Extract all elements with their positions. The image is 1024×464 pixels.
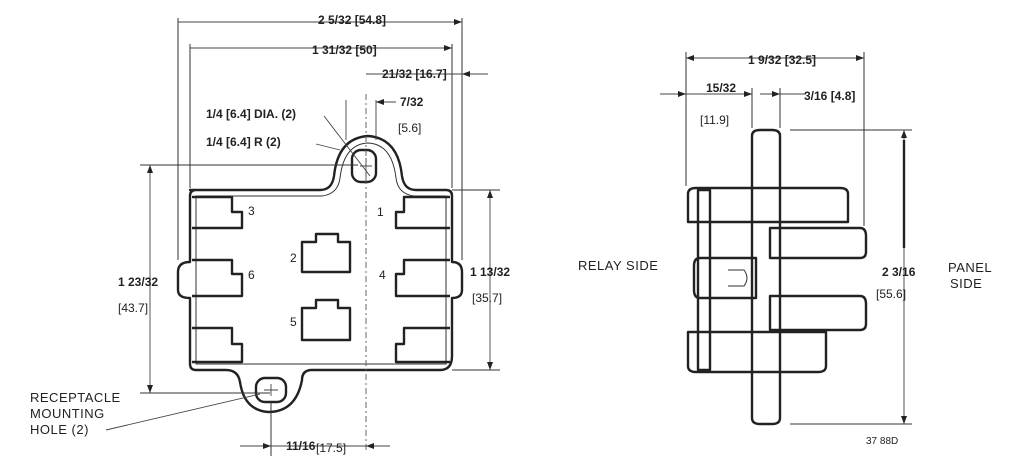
dim-arrow xyxy=(366,443,374,449)
side-flange-middle-slot xyxy=(728,269,748,287)
pin-number-1: 1 xyxy=(377,205,384,219)
side-dim-left-mm: [11.9] xyxy=(700,113,729,127)
pin-4-contact xyxy=(394,258,450,298)
side-flange-upper-right xyxy=(768,226,868,260)
dim-right-height-frac: 1 13/32 xyxy=(470,265,510,279)
receptacle-label-line1: RECEPTACLE xyxy=(30,390,121,405)
hole-radius-label: 1/4 [6.4] R (2) xyxy=(206,135,281,149)
dim-arrow xyxy=(901,130,907,138)
side-flange-top xyxy=(686,186,850,224)
side-dim-right-label: 3/16 [4.8] xyxy=(804,89,855,103)
dim-arrow xyxy=(444,45,452,51)
drawing-number: 37 88D xyxy=(866,436,898,447)
side-dim-height-mm: [55.6] xyxy=(876,287,906,301)
pin-6-contact xyxy=(192,258,244,298)
pin-3-contact xyxy=(192,195,244,230)
hole-radius-leader xyxy=(315,143,341,151)
dim-arrow xyxy=(901,416,907,424)
socket-body-inner xyxy=(195,142,447,365)
side-flange-bottom xyxy=(686,330,828,374)
side-flange-lower-right xyxy=(768,294,868,332)
dim-center-offset-mm: [5.6] xyxy=(398,121,421,135)
dim-left-height-frac: 1 23/32 xyxy=(118,275,158,289)
bottom-hole-cross xyxy=(264,384,278,396)
dim-arrow xyxy=(678,91,686,97)
dim-right-offset-label: 21/32 [16.7] xyxy=(382,67,447,81)
side-dim-width-label: 1 9/32 [32.5] xyxy=(748,53,816,67)
dim-arrow xyxy=(147,165,153,173)
dim-overall-width-label: 2 5/32 [54.8] xyxy=(318,13,386,27)
dim-left-height-mm: [43.7] xyxy=(118,301,148,315)
dim-center-offset-frac: 7/32 xyxy=(400,95,424,109)
side-dim-left-frac: 15/32 xyxy=(706,81,736,95)
dim-arrow xyxy=(744,91,752,97)
dim-right-height-mm: [35.7] xyxy=(472,291,502,305)
side-flange-middle-left xyxy=(692,256,758,300)
pin-number-6: 6 xyxy=(248,268,255,282)
side-dim-height-frac: 2 3/16 xyxy=(882,265,916,279)
pin-lower-right-contact xyxy=(394,326,450,364)
socket-body-outline xyxy=(176,134,464,414)
receptacle-label-line2: MOUNTING xyxy=(30,406,105,421)
dim-arrow xyxy=(454,19,462,25)
front-view: 3 6 1 4 2 5 2 5/32 [54.8] 1 31/32 [50] 2… xyxy=(30,13,510,456)
hole-diameter-label: 1/4 [6.4] DIA. (2) xyxy=(206,107,296,121)
pin-2-contact xyxy=(300,232,352,274)
dim-arrow xyxy=(772,91,780,97)
dim-arrow xyxy=(686,55,694,61)
side-view: 1 9/32 [32.5] 15/32 [11.9] 3/16 [4.8] 2 … xyxy=(578,52,992,447)
dim-arrow xyxy=(462,71,470,77)
receptacle-label-line3: HOLE (2) xyxy=(30,422,89,437)
dim-arrow xyxy=(147,385,153,393)
pin-1-contact xyxy=(394,195,450,230)
panel-side-label-line2: SIDE xyxy=(950,276,982,291)
dim-arrow xyxy=(376,99,384,105)
pin-number-3: 3 xyxy=(248,204,255,218)
relay-side-label: RELAY SIDE xyxy=(578,258,658,273)
top-mounting-hole xyxy=(350,148,378,184)
pin-lower-left-contact xyxy=(192,326,244,364)
pin-5-contact xyxy=(300,298,352,342)
dim-bottom-offset-frac: 11/16 xyxy=(286,439,316,453)
dim-arrow xyxy=(263,443,271,449)
pin-number-2: 2 xyxy=(290,251,297,265)
panel-side-label-line1: PANEL xyxy=(948,260,992,275)
side-body-left-block xyxy=(696,188,712,372)
dim-bottom-offset-mm: [17.5] xyxy=(316,441,346,455)
dim-inner-width-label: 1 31/32 [50] xyxy=(312,43,377,57)
dim-arrow xyxy=(487,362,493,370)
pin-number-5: 5 xyxy=(290,315,297,329)
side-body-spine xyxy=(750,128,782,426)
dim-arrow xyxy=(487,190,493,198)
hole-diameter-leader xyxy=(323,115,371,177)
pin-number-4: 4 xyxy=(379,268,386,282)
receptacle-leader xyxy=(105,393,261,431)
dim-arrow xyxy=(856,55,864,61)
